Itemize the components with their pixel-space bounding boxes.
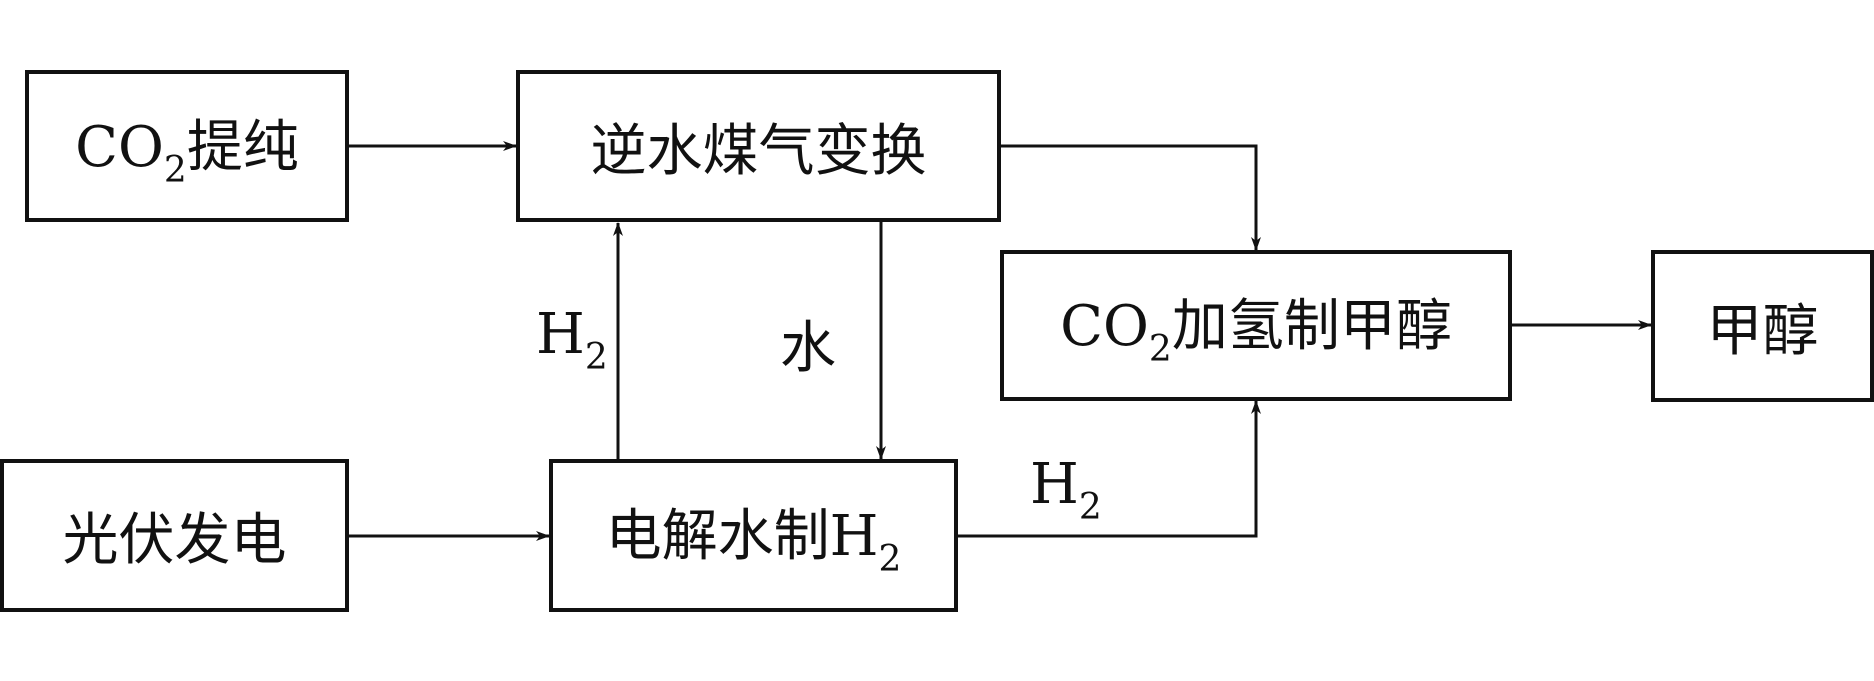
reverse-water-gas-shift-label: 逆水煤气变换: [590, 118, 927, 184]
co2-hydrogenation-box: CO2加氢制甲醇: [1000, 250, 1512, 401]
methanol-box: 甲醇: [1651, 250, 1874, 402]
water-label: 水: [780, 316, 836, 381]
co2-hydrogenation-label: CO2加氢制甲醇: [1060, 294, 1452, 370]
methanol-label: 甲醇: [1706, 298, 1819, 364]
h2-right-label: H2: [1030, 452, 1102, 528]
pv-power-label: 光伏发电: [62, 508, 287, 573]
arrow-h2-to-methanol-synth: [958, 400, 1261, 538]
pv-power-box: 光伏发电: [0, 459, 349, 612]
electrolysis-label: 电解水制H2: [605, 504, 902, 580]
h2-up-label: H2: [536, 302, 608, 378]
electrolysis-box: 电解水制H2: [549, 459, 958, 612]
co2-purification-label: CO2提纯: [75, 114, 299, 191]
reverse-water-gas-shift-box: 逆水煤气变换: [516, 70, 1001, 222]
co2-purification-box: CO2提纯: [25, 70, 349, 222]
arrow-rwgs-to-methanol-synth: [1001, 144, 1261, 251]
